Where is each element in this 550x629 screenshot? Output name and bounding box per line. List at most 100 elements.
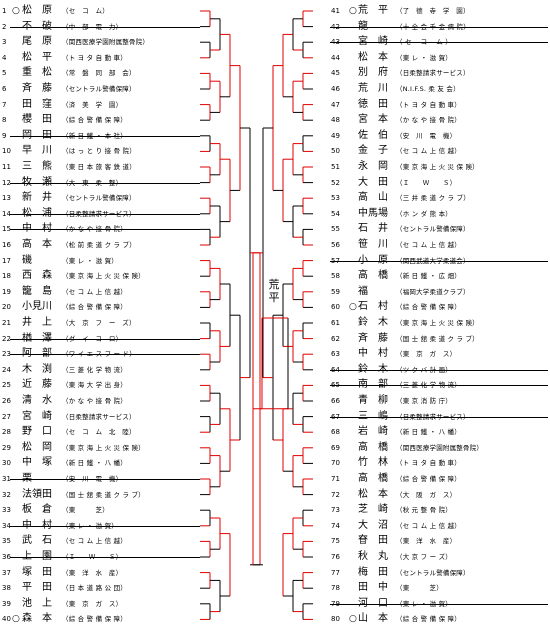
team-name: （国 士 舘 柔 道 ク ラ ブ） <box>62 490 145 499</box>
team-name: （綜 合 警 備 保 障） <box>396 475 461 483</box>
athlete-name: 板 倉 <box>22 504 52 516</box>
entry-number: 66 <box>331 397 340 405</box>
athlete-name: 中 村 <box>358 348 388 360</box>
athlete-name: 高 本 <box>22 239 52 250</box>
entry-number: 21 <box>2 319 11 327</box>
team-name: （セ コ ム 上 信 越） <box>396 241 461 249</box>
athlete-name: 尾 原 <box>22 36 52 48</box>
entry-number: 25 <box>2 381 11 390</box>
athlete-name: 佐 伯 <box>358 129 388 141</box>
team-name: （新 日 鐵 ・ 八 幡） <box>396 428 461 437</box>
athlete-name: 秋 丸 <box>358 551 388 562</box>
entry-number: 61 <box>331 319 340 327</box>
athlete-name: 高 橋 <box>358 441 388 453</box>
team-name: （大 京 フ ー ズ） <box>62 319 136 327</box>
team-name: （ト ヨ タ 自 動 車） <box>396 100 461 109</box>
entry-number: 44 <box>331 53 340 62</box>
bracket-entry: 42龍（十 全 会 千 金 病 院） <box>0 19 550 35</box>
entry-number: 23 <box>2 350 11 359</box>
bracket-entry: 68 岩 崎 （新 日 鐵 ・ 八 幡） <box>0 424 550 440</box>
athlete-name: 小 原 <box>358 253 388 269</box>
entry-number: 39 <box>2 599 11 608</box>
entry-number: 76 <box>331 553 340 561</box>
team-name: （セ コ ム 上 信 越） <box>396 147 461 156</box>
entry-number: 80 <box>331 615 340 624</box>
entry-number: 17 <box>2 256 11 265</box>
entry-number: 1 <box>2 7 7 15</box>
entry-number: 38 <box>2 584 11 593</box>
bracket-entry: 57小 原（関西武道大学柔道会） <box>0 253 550 269</box>
athlete-name: 井 上 <box>22 317 52 328</box>
strike-line <box>10 338 200 340</box>
athlete-name: 岩 崎 <box>358 426 388 438</box>
athlete-name: 松 平 <box>22 51 52 63</box>
strike-line <box>10 182 200 184</box>
athlete-name: 野 口 <box>22 426 52 438</box>
entry-number: 20 <box>2 303 11 312</box>
team-name: （綜 合 警 備 保 障） <box>62 116 127 125</box>
entry-number: 14 <box>2 209 11 218</box>
team-name: （東 京 海 上 火 災 保 険） <box>396 319 479 327</box>
entry-number: 36 <box>2 553 11 561</box>
athlete-name: 別 府 <box>358 67 388 79</box>
team-name: （か な や 接 骨 院） <box>396 116 461 125</box>
team-name: （東 京 ガ ス） <box>396 350 457 359</box>
team-name: （了 德 寺 学 園） <box>396 7 470 15</box>
entry-number: 68 <box>331 428 340 437</box>
entry-number: 51 <box>331 163 340 171</box>
champion-label: 荒平 <box>268 278 280 304</box>
athlete-name: 荒 平 <box>358 5 388 16</box>
entry-number: 18 <box>2 272 11 281</box>
team-name: （三 井 柔 道 ク ラ ブ） <box>396 194 470 203</box>
team-name: （新 日 鐵 ・ 八 幡） <box>62 459 127 468</box>
bracket-entry: 41○荒 平（了 德 寺 学 園） <box>0 3 550 19</box>
athlete-name: 松 原 <box>22 5 52 16</box>
team-name: （常 盤 同 部 会） <box>62 69 136 78</box>
athlete-name: 阿 部 <box>22 346 52 362</box>
strike-line <box>10 525 200 527</box>
bracket-entry: 36上 園（Ｉ Ｗ Ｓ） <box>0 549 550 565</box>
bracket-entry: 63 中 村 （東 京 ガ ス） <box>0 346 550 362</box>
team-name: （国 士 舘 柔 道 ク ラ ブ） <box>396 334 479 343</box>
entry-number: 37 <box>2 568 11 577</box>
entry-number: 9 <box>2 131 7 140</box>
athlete-name: 山 本 <box>358 613 388 625</box>
athlete-name: 宮 本 <box>358 114 388 126</box>
athlete-name: 平 田 <box>22 582 52 594</box>
team-name: （東 洋 水 産） <box>62 568 123 577</box>
entry-number: 28 <box>2 428 11 437</box>
entry-number: 69 <box>331 443 340 452</box>
team-name: （日柔整請求サービス） <box>396 69 470 78</box>
athlete-name: 田 中 <box>358 582 388 594</box>
bracket-entry: 22楢 澤（ダ イ コ ロ） <box>0 331 550 347</box>
entry-number: 6 <box>2 85 7 93</box>
athlete-name: 高 橋 <box>358 473 388 484</box>
entry-number: 19 <box>2 287 11 296</box>
entry-number: 4 <box>2 53 7 62</box>
athlete-name: 石 井 <box>358 223 388 235</box>
team-name: （三 菱 化 学 物 流） <box>62 365 127 374</box>
strike-line <box>10 354 200 356</box>
entry-number: 58 <box>331 272 340 281</box>
entry-number: 27 <box>2 412 11 421</box>
athlete-name: 籠 島 <box>22 285 52 297</box>
entry-number: 63 <box>331 350 340 359</box>
athlete-name: 田 窪 <box>22 98 52 110</box>
entry-number: 54 <box>331 209 340 218</box>
entry-number: 16 <box>2 241 11 249</box>
entry-number: 15 <box>2 225 11 234</box>
athlete-name: 斉 藤 <box>22 83 52 94</box>
team-name: （綜 合 警 備 保 障） <box>62 303 127 312</box>
strike-line <box>330 42 548 44</box>
